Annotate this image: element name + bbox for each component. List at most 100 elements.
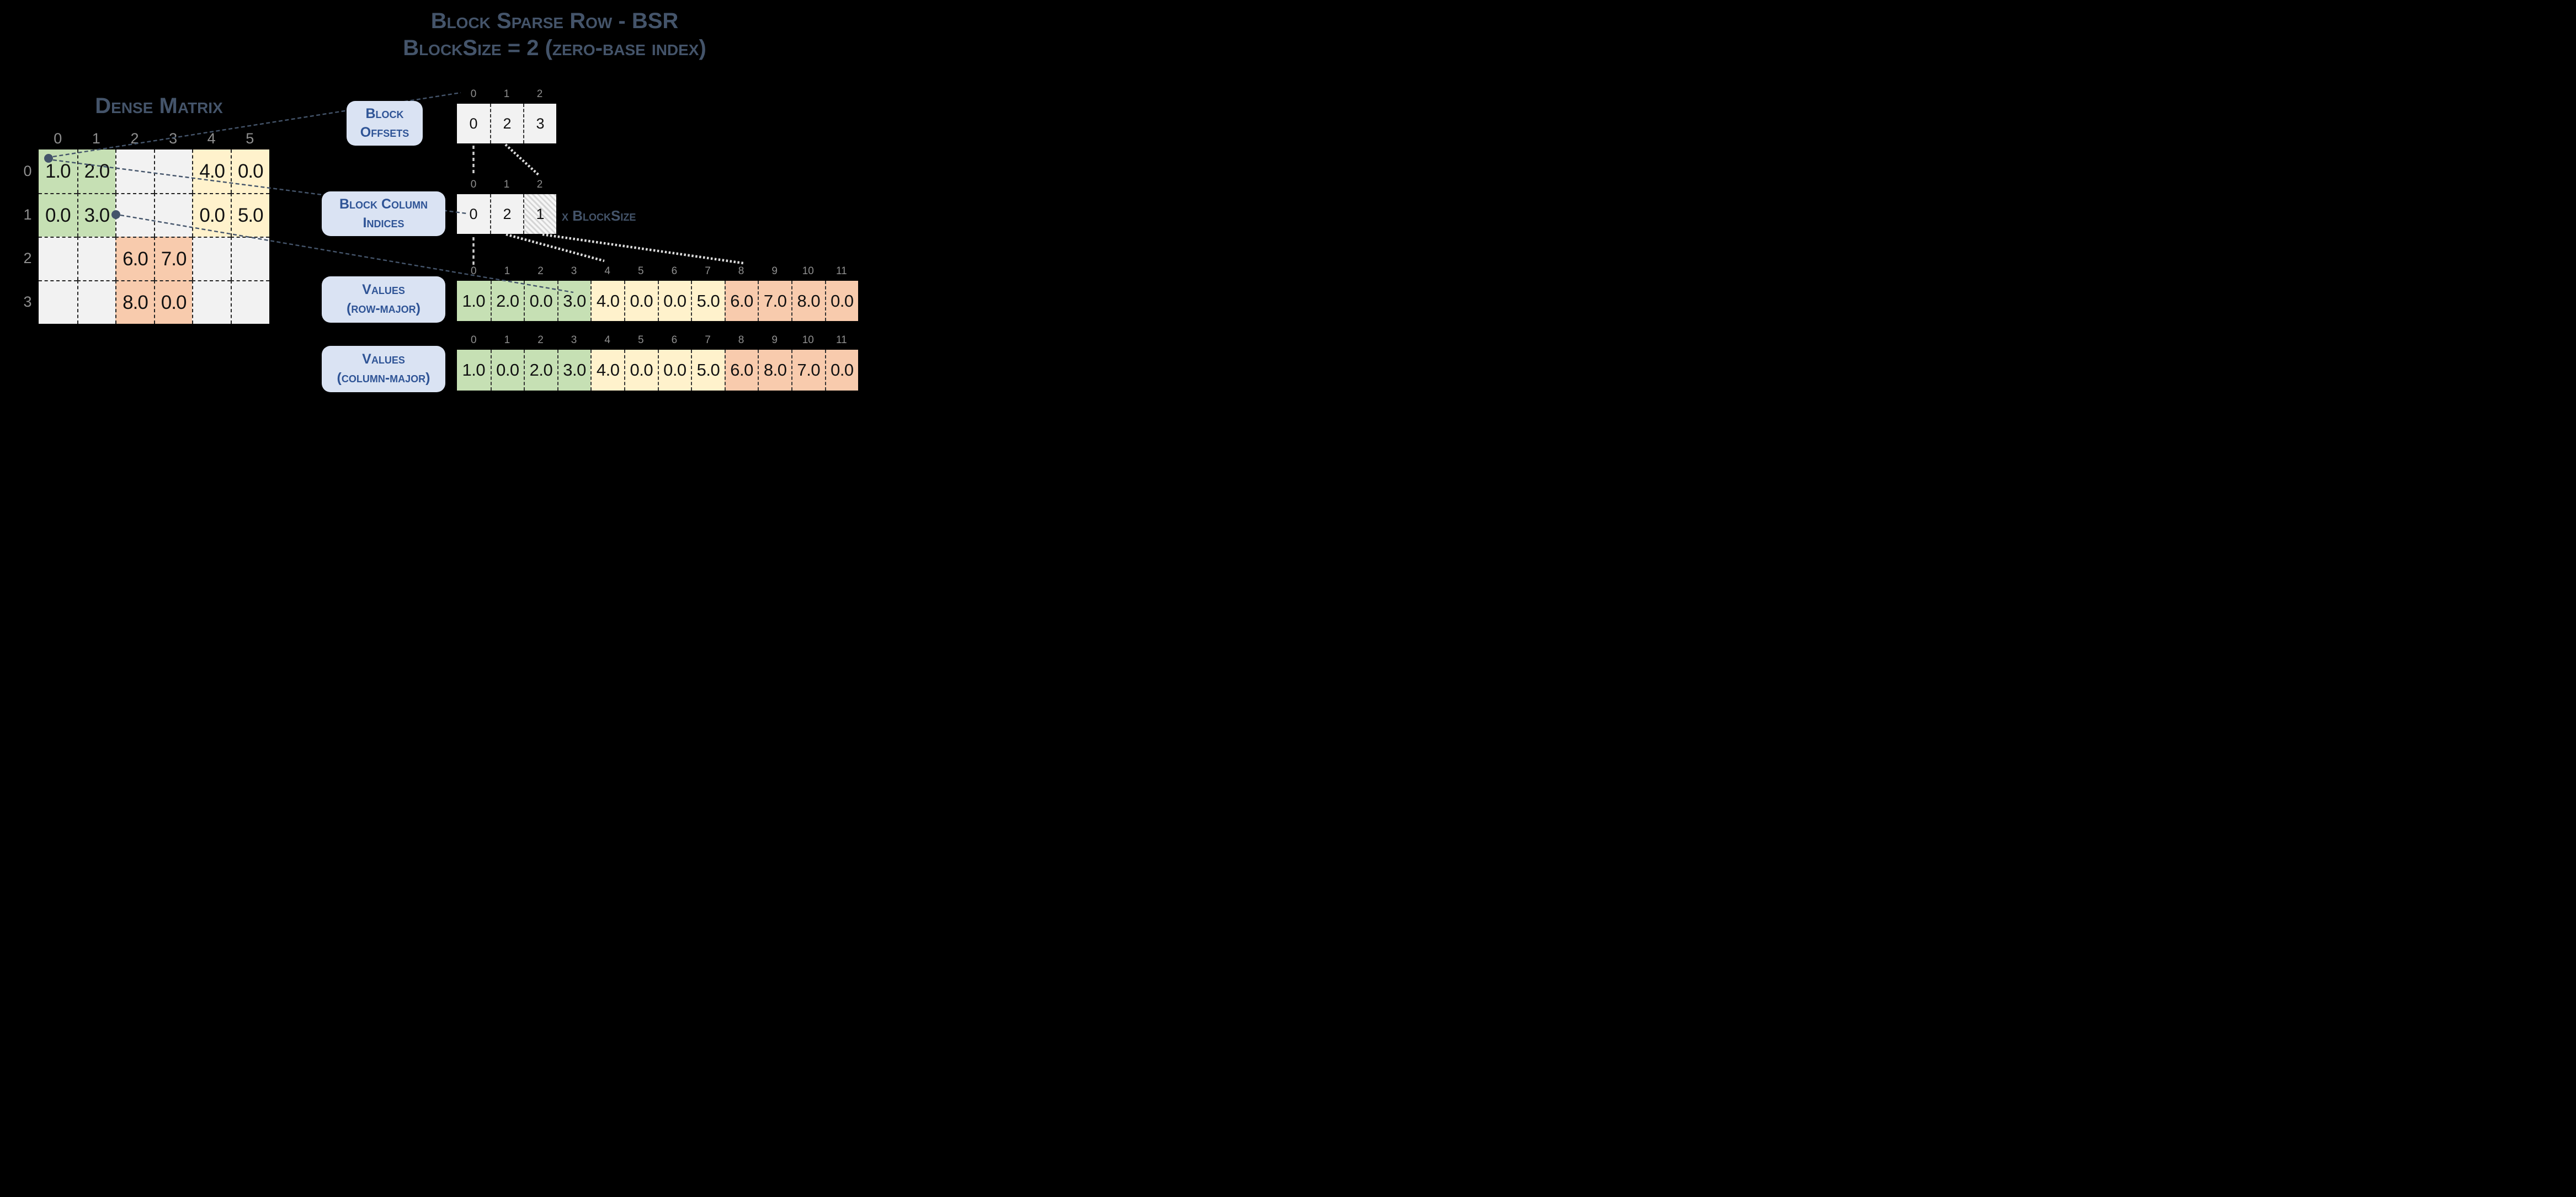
dense-matrix-cell-r2c4 bbox=[192, 237, 231, 280]
values-column-major-array-index-9: 9 bbox=[771, 334, 778, 346]
values-row-major-array-index-7: 7 bbox=[705, 265, 711, 277]
dense-matrix-cell-r0c0: 1.0 bbox=[39, 149, 77, 193]
blocksize-note: x BlockSize bbox=[562, 207, 636, 224]
dense-matrix-row-header-3: 3 bbox=[23, 293, 32, 310]
values-column-major-array-index-11: 11 bbox=[836, 334, 847, 346]
dense-matrix-cell-r2c2: 6.0 bbox=[115, 237, 154, 280]
dense-matrix-cell-r3c1 bbox=[77, 280, 116, 324]
dense-matrix-cell-r2c1 bbox=[77, 237, 116, 280]
values-column-major-array-cell-7: 5.0 bbox=[691, 350, 725, 391]
values-column-major-array-index-2: 2 bbox=[537, 334, 544, 346]
values-row-major-array-index-2: 2 bbox=[537, 265, 544, 277]
values-column-major-array-cell-5: 0.0 bbox=[624, 350, 658, 391]
values-column-major-array-cell-3: 3.0 bbox=[557, 350, 591, 391]
main-title: Block Sparse Row - BSR BlockSize = 2 (ze… bbox=[331, 8, 778, 62]
values-row-major-array-index-1: 1 bbox=[504, 265, 510, 277]
values-column-major-array-index-6: 6 bbox=[671, 334, 678, 346]
values-row-major-array-cell-2: 0.0 bbox=[524, 281, 557, 321]
values-column-major-array-cell-0: 1.0 bbox=[457, 350, 491, 391]
main-title-line1: Block Sparse Row - BSR bbox=[430, 9, 679, 33]
values-column-major-array-index-10: 10 bbox=[802, 334, 814, 346]
dense-matrix-cell-r3c5 bbox=[231, 280, 269, 324]
values-row-major-array-index-0: 0 bbox=[471, 265, 477, 277]
values-row-major-array-cell-9: 7.0 bbox=[758, 281, 791, 321]
values-row-major-array-index-5: 5 bbox=[638, 265, 644, 277]
main-title-line2: BlockSize = 2 (zero-base index) bbox=[403, 35, 706, 60]
values-row-major-array-index-11: 11 bbox=[836, 265, 847, 277]
dense-matrix-cell-r0c4: 4.0 bbox=[192, 149, 231, 193]
values-row-major-array-cell-5: 0.0 bbox=[624, 281, 658, 321]
block-offsets-array-index-1: 1 bbox=[503, 88, 510, 100]
block-column-indices-label-line1: Block Column bbox=[339, 196, 428, 212]
block-offsets-array-cell-2: 3 bbox=[523, 104, 556, 143]
values-column-major-array-index-7: 7 bbox=[705, 334, 711, 346]
block-column-indices-label: Block Column Indices bbox=[322, 191, 445, 236]
dense-matrix-cell-r2c5 bbox=[231, 237, 269, 280]
dense-matrix-row-header-2: 2 bbox=[23, 250, 32, 266]
connector-line-bci2-to-values8 bbox=[542, 233, 744, 265]
values-row-major-array-cell-10: 8.0 bbox=[791, 281, 825, 321]
block-offsets-label-line1: Block bbox=[365, 105, 404, 121]
dense-matrix-col-header-2: 2 bbox=[130, 130, 139, 147]
dense-matrix-title: Dense Matrix bbox=[95, 94, 223, 118]
values-row-major-array-cell-6: 0.0 bbox=[657, 281, 691, 321]
values-column-major-array-cell-8: 6.0 bbox=[724, 350, 758, 391]
values-column-major-label: Values (column-major) bbox=[322, 346, 445, 392]
block-column-indices-label-line2: Indices bbox=[363, 215, 405, 231]
values-row-major-label: Values (row-major) bbox=[322, 276, 445, 323]
block-offsets-label-line2: Offsets bbox=[360, 124, 409, 140]
bsr-format-diagram: Block Sparse Row - BSR BlockSize = 2 (ze… bbox=[0, 0, 859, 399]
values-column-major-array-index-4: 4 bbox=[604, 334, 610, 346]
values-column-major-array-index-1: 1 bbox=[504, 334, 510, 346]
connector-line-offset1-to-bci2 bbox=[504, 143, 540, 177]
values-column-major-array-cell-1: 0.0 bbox=[490, 350, 524, 391]
dense-matrix-col-header-0: 0 bbox=[54, 130, 62, 147]
values-column-major-array-cell-4: 4.0 bbox=[590, 350, 624, 391]
dense-matrix-cell-r3c2: 8.0 bbox=[115, 280, 154, 324]
dense-matrix-cell-r3c0 bbox=[39, 280, 77, 324]
values-row-major-array-cell-3: 3.0 bbox=[557, 281, 591, 321]
connector-line-bci1-to-values4 bbox=[505, 233, 605, 263]
values-row-major-array-cell-1: 2.0 bbox=[490, 281, 524, 321]
values-row-major-array-index-6: 6 bbox=[671, 265, 678, 277]
block-column-indices-array-index-1: 1 bbox=[503, 179, 510, 190]
values-row-major-array-cell-8: 6.0 bbox=[724, 281, 758, 321]
values-row-major-array-cell-7: 5.0 bbox=[691, 281, 725, 321]
dense-matrix-col-header-5: 5 bbox=[246, 130, 254, 147]
dense-matrix-cell-r1c2 bbox=[115, 193, 154, 237]
dense-matrix-cell-r2c0 bbox=[39, 237, 77, 280]
values-row-major-label-line1: Values bbox=[362, 282, 405, 298]
values-column-major-label-line1: Values bbox=[362, 351, 405, 367]
values-row-major-array-cell-0: 1.0 bbox=[457, 281, 491, 321]
dense-matrix-cell-r1c5: 5.0 bbox=[231, 193, 269, 237]
dense-matrix-cell-r0c3 bbox=[153, 149, 193, 193]
values-row-major-label-line2: (row-major) bbox=[347, 301, 421, 316]
values-column-major-array-index-8: 8 bbox=[738, 334, 744, 346]
block-offsets-array-index-0: 0 bbox=[470, 88, 477, 100]
values-column-major-array-index-0: 0 bbox=[471, 334, 477, 346]
block-column-indices-array-cell-1: 2 bbox=[490, 194, 523, 234]
dense-matrix-cell-r3c4 bbox=[192, 280, 231, 324]
block-offsets-array-cell-0: 0 bbox=[457, 104, 490, 143]
dense-matrix-row-header-0: 0 bbox=[23, 163, 32, 179]
values-row-major-array-index-3: 3 bbox=[571, 265, 577, 277]
block-column-indices-array-index-2: 2 bbox=[536, 179, 543, 190]
values-column-major-label-line2: (column-major) bbox=[337, 370, 430, 386]
values-column-major-array-cell-11: 0.0 bbox=[824, 350, 859, 391]
dense-matrix-cell-r1c4: 0.0 bbox=[192, 193, 231, 237]
dense-matrix-cell-r1c1: 3.0 bbox=[77, 193, 116, 237]
block-offsets-label: Block Offsets bbox=[347, 101, 423, 146]
values-row-major-array-index-8: 8 bbox=[738, 265, 744, 277]
block-column-indices-array-index-0: 0 bbox=[470, 179, 477, 190]
dense-matrix-cell-r1c0: 0.0 bbox=[39, 193, 77, 237]
values-column-major-array-index-3: 3 bbox=[571, 334, 577, 346]
values-row-major-array-index-9: 9 bbox=[771, 265, 778, 277]
values-row-major-array-index-10: 10 bbox=[802, 265, 814, 277]
block-offsets-array-cell-1: 2 bbox=[490, 104, 523, 143]
values-column-major-array-cell-2: 2.0 bbox=[524, 350, 557, 391]
dense-matrix-col-header-1: 1 bbox=[92, 130, 100, 147]
